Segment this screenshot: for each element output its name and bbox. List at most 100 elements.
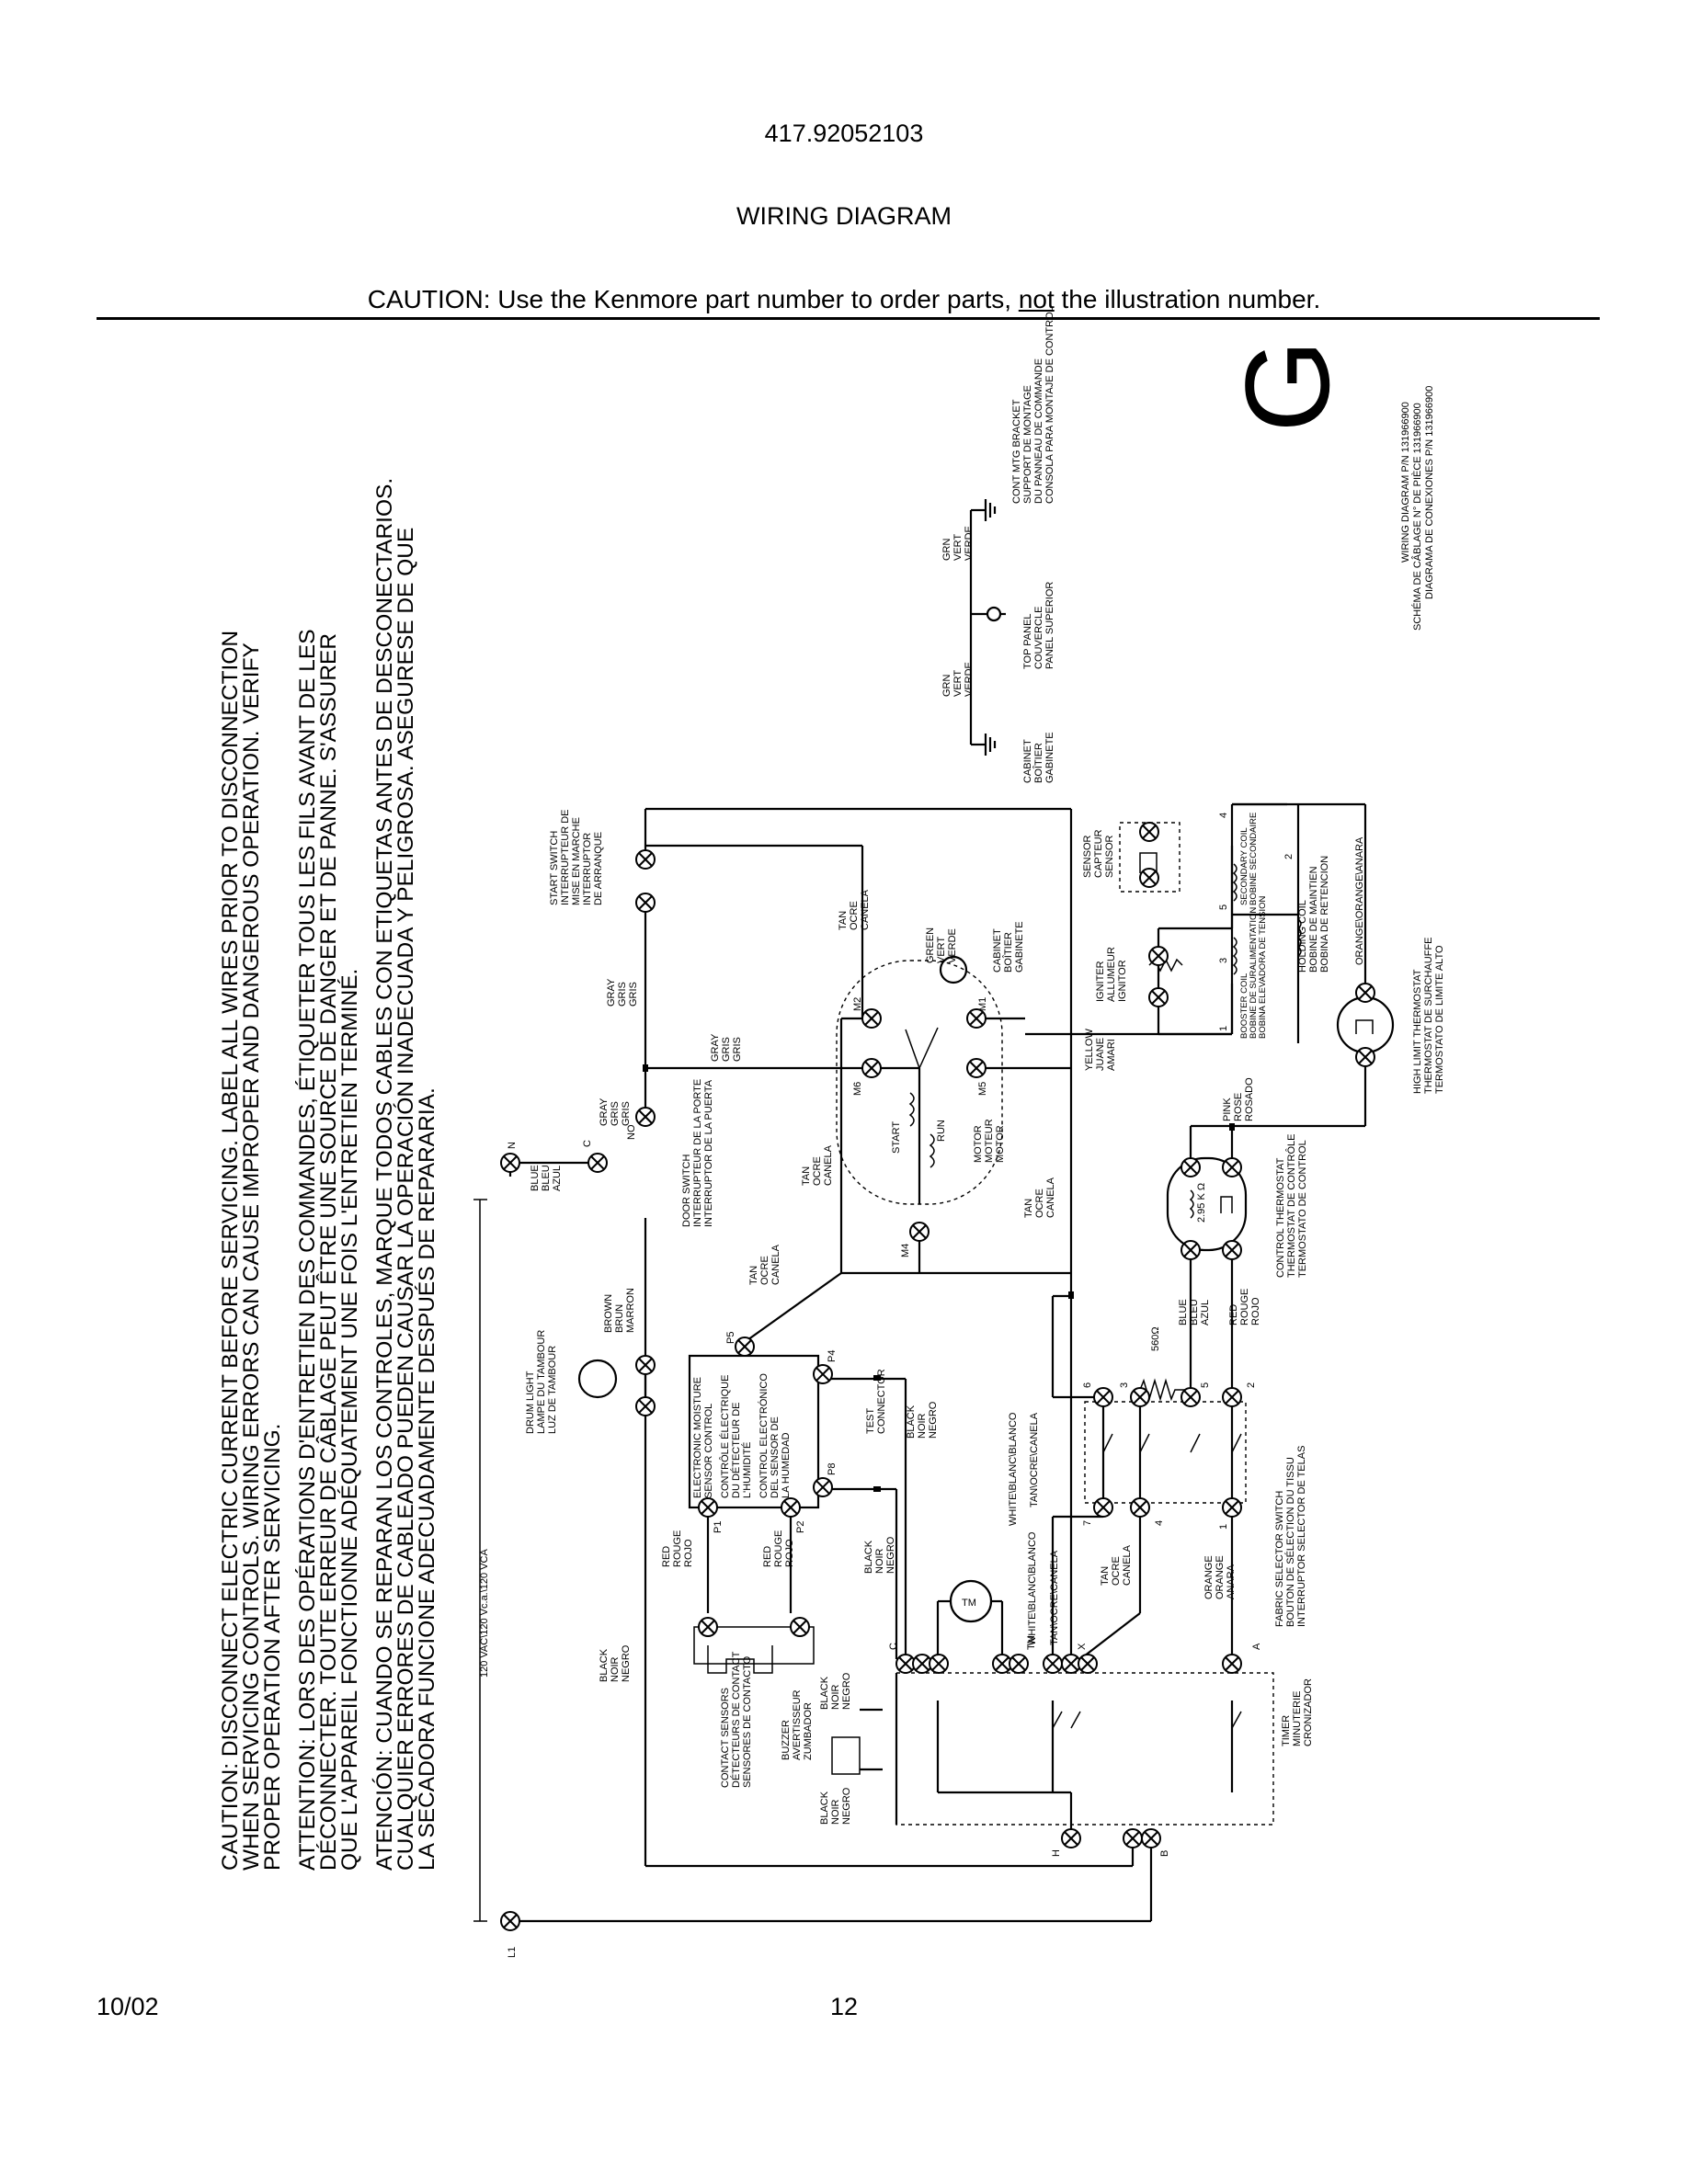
blue-line3: AZUL <box>1200 1300 1211 1325</box>
p5-label: P5 <box>725 1332 736 1344</box>
black-5-line2: NOIR <box>830 1799 841 1825</box>
p4-label: P4 <box>827 1350 838 1362</box>
p1-label: P1 <box>713 1521 724 1533</box>
terminal-drum-2 <box>635 1396 656 1416</box>
moisture-control-box <box>688 1354 820 1509</box>
brown-line2: BRUN <box>614 1304 625 1333</box>
terminal-start-1 <box>635 849 656 870</box>
terminal-sel-4 <box>1130 1497 1150 1518</box>
timer-line1: TIMER <box>1281 1715 1292 1746</box>
grn-label-2-line2: VERT <box>952 534 964 561</box>
terminal-sel-7 <box>1093 1497 1113 1518</box>
contact-sensors-line1: CONTACT SENSORS <box>720 1688 731 1788</box>
black-3-line1: BLACK <box>599 1648 610 1682</box>
terminal-sel-1 <box>1222 1497 1242 1518</box>
red-1-line2: ROUGE <box>672 1530 683 1567</box>
terminal-ctrl-thermo-2 <box>1222 1157 1242 1177</box>
test-connector-line1: TEST <box>865 1408 876 1434</box>
grn-label-2-line1: GRN <box>941 539 952 562</box>
white-inline-2: WHITE\BLANC\BLANCO <box>1027 1531 1038 1645</box>
diagram-id-line1: WIRING DIAGRAM P/N 131966900 <box>1400 402 1411 563</box>
tan-1-line3: CANELA <box>860 889 871 930</box>
part-number: 417.92052103 <box>764 119 924 147</box>
test-connector-line2: CONNECTOR <box>876 1369 887 1434</box>
terminal-door-c <box>587 1153 608 1173</box>
high-limit-line2: THERMOSTAT DE SURCHAUFFE <box>1423 937 1434 1094</box>
top-panel-label-line3: PANEL SUPERIOR <box>1044 582 1055 669</box>
high-limit-thermostat <box>1336 995 1395 1054</box>
moisture-line6: CONTROL ELECTRÓNICO <box>758 1373 770 1498</box>
terminal-contact-2 <box>790 1617 810 1637</box>
timer-a-label: A <box>1251 1643 1262 1650</box>
motor-ground-screw <box>939 955 968 984</box>
orange-inline-label: ORANGE\ORANGE\ANARA <box>1354 836 1365 965</box>
tan-3-line1: TAN <box>748 1266 759 1285</box>
gray-3-line2: GRIS <box>610 1101 621 1126</box>
tan-3-line3: CANELA <box>770 1244 781 1285</box>
coil-num-2: 2 <box>1283 854 1295 859</box>
terminals <box>500 822 1375 1931</box>
black-4-line2: NOIR <box>830 1684 841 1710</box>
timer-h-label: H <box>1051 1849 1062 1857</box>
junction-dots <box>643 1064 1235 1492</box>
l1-label: L1 <box>507 1947 518 1958</box>
warning-es-1: ATENCIÓN: CUANDO SE REPARAN LOS CONTROLE… <box>372 478 397 1871</box>
door-switch-line1: DOOR SWITCH <box>681 1155 692 1227</box>
terminal-timer-b1 <box>1123 1828 1143 1848</box>
sel-num-1: 1 <box>1218 1524 1229 1530</box>
terminal-p5 <box>735 1337 755 1357</box>
grn-label-1-line1: GRN <box>941 675 952 698</box>
tan-2-line1: TAN <box>801 1166 812 1186</box>
warning-fr-1: ATTENTION: LORS DES OPÉRATIONS D'ENTRETI… <box>295 629 320 1871</box>
ctrl-thermo-line1: CONTROL THERMOSTAT <box>1275 1157 1286 1278</box>
red-2-line1: RED <box>762 1546 773 1567</box>
blue-n-line2: BLEU <box>541 1165 552 1191</box>
gray-1-line3: GRIS <box>628 982 639 1007</box>
black-3-line2: NOIR <box>610 1656 621 1682</box>
black-2-line3: NEGRO <box>885 1536 896 1574</box>
terminal-n <box>500 1153 520 1173</box>
secondary-line1: SECONDARY COIL <box>1239 827 1249 905</box>
voltage-label: 120 VAC\120 Vc.a.\120 VCA <box>479 1549 490 1678</box>
motor-line2: MOTEUR <box>984 1119 995 1163</box>
terminal-ctrl-thermo-4 <box>1222 1240 1242 1260</box>
ctrl-thermo-line2: THERMOSTAT DE CONTRÔLE <box>1285 1134 1297 1278</box>
header-rule <box>97 317 1600 320</box>
fabric-sel-line2: BOUTON DE SÉLECTION DU TISSU <box>1284 1457 1296 1627</box>
timer-b-label: B <box>1159 1850 1170 1857</box>
top-panel-label-line2: COUVERCLE <box>1033 607 1044 669</box>
terminal-hilimit-top <box>1355 983 1375 1003</box>
caution-prefix: CAUTION: Use the Kenmore part number to … <box>367 285 1019 313</box>
thermistor-label: 2.95 K Ω <box>1196 1183 1207 1223</box>
sensor-line1: SENSOR <box>1082 835 1093 878</box>
timer-tm-label: TM <box>1026 1635 1037 1650</box>
ground-symbol-cabinet <box>984 734 997 756</box>
coil-num-3: 3 <box>1218 958 1229 963</box>
tan-3-line2: OCRE <box>759 1256 770 1285</box>
diagram-id-line3: DIAGRAMA DE CONEXIONES P/N 131966900 <box>1424 386 1435 599</box>
terminal-p4 <box>813 1364 833 1384</box>
terminal-m1 <box>966 1008 987 1029</box>
cabinet-label-line3: GABINETE <box>1044 732 1055 783</box>
tm-motor-label: TM <box>962 1598 976 1609</box>
terminal-timer-x3 <box>1078 1654 1098 1674</box>
contact-sensors-line3: SENSORES DE CONTACTO <box>742 1655 753 1788</box>
blue-n-line1: BLUE <box>530 1165 541 1191</box>
black-1-line2: NOIR <box>917 1413 928 1439</box>
ground-screw-top-panel <box>986 606 1002 622</box>
orange-line3: ANARA <box>1226 1564 1237 1599</box>
red-2-line2: ROUGE <box>773 1530 784 1567</box>
tan-1-line2: OCRE <box>849 901 860 930</box>
blue-n-line3: AZUL <box>552 1166 563 1191</box>
sel-num-2: 2 <box>1246 1382 1257 1388</box>
warning-es-3: LA SECADORA FUNCIONE ADECUADAMENTE DESPU… <box>415 1087 439 1871</box>
black-5-line1: BLACK <box>819 1791 830 1825</box>
red-2-line3: ROJO <box>784 1539 795 1567</box>
buzzer-line3: ZUMBADOR <box>803 1702 814 1760</box>
grn-label-1-line3: VERDE <box>964 662 975 697</box>
secondary-line2: BOBINE SECONDAIRE <box>1249 813 1259 905</box>
sensor-line2: CAPTEUR <box>1093 829 1104 878</box>
door-c-label: C <box>582 1140 593 1147</box>
tan-inline-2: TAN\OCRE\CANELA <box>1049 1550 1060 1645</box>
